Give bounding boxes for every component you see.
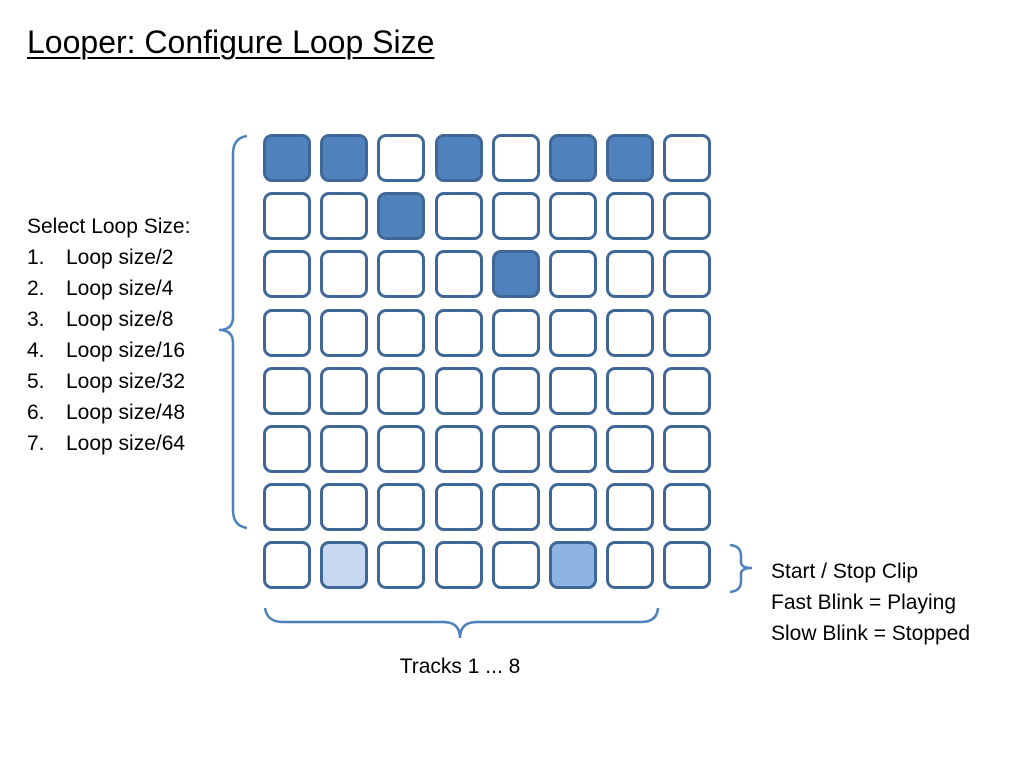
pad-r7-c3[interactable]	[377, 483, 425, 531]
pad-r5-c7[interactable]	[606, 367, 654, 415]
pad-r6-c1[interactable]	[263, 425, 311, 473]
pad-r6-c6[interactable]	[549, 425, 597, 473]
clip-note-fast: Fast Blink = Playing	[771, 591, 957, 614]
loop-size-item: 4. Loop size/16	[27, 335, 190, 366]
tracks-label: Tracks 1 ... 8	[399, 655, 521, 678]
pad-r2-c1[interactable]	[263, 192, 311, 240]
pad-r8-c4[interactable]	[435, 541, 483, 589]
pad-r6-c5[interactable]	[492, 425, 540, 473]
pad-r1-c6[interactable]	[549, 134, 597, 182]
pad-r2-c7[interactable]	[606, 192, 654, 240]
pad-r6-c4[interactable]	[435, 425, 483, 473]
pad-r4-c2[interactable]	[320, 309, 368, 357]
pad-r6-c3[interactable]	[377, 425, 425, 473]
pad-r7-c4[interactable]	[435, 483, 483, 531]
pad-r6-c8[interactable]	[663, 425, 711, 473]
pad-r1-c5[interactable]	[492, 134, 540, 182]
pad-r6-c7[interactable]	[606, 425, 654, 473]
pad-r3-c4[interactable]	[435, 250, 483, 298]
pad-r3-c3[interactable]	[377, 250, 425, 298]
clip-note-title: Start / Stop Clip	[771, 560, 919, 583]
left-brace	[218, 134, 248, 530]
pad-r3-c5[interactable]	[492, 250, 540, 298]
item-label: Loop size/64	[66, 432, 186, 455]
pad-r4-c4[interactable]	[435, 309, 483, 357]
pad-r8-c7[interactable]	[606, 541, 654, 589]
pad-r1-c3[interactable]	[377, 134, 425, 182]
pad-r2-c5[interactable]	[492, 192, 540, 240]
pad-r1-c2[interactable]	[320, 134, 368, 182]
pad-r6-c2[interactable]	[320, 425, 368, 473]
pad-r4-c3[interactable]	[377, 309, 425, 357]
pad-r5-c6[interactable]	[549, 367, 597, 415]
pad-r8-c1[interactable]	[263, 541, 311, 589]
item-number: 7.	[27, 432, 45, 455]
pad-r4-c1[interactable]	[263, 309, 311, 357]
pad-r4-c8[interactable]	[663, 309, 711, 357]
page-title: Looper: Configure Loop Size	[27, 24, 435, 60]
pad-r3-c7[interactable]	[606, 250, 654, 298]
pad-r8-c3[interactable]	[377, 541, 425, 589]
loop-size-item: 1. Loop size/2	[27, 242, 190, 273]
item-label: Loop size/2	[66, 246, 174, 269]
pad-r3-c2[interactable]	[320, 250, 368, 298]
pad-r1-c4[interactable]	[435, 134, 483, 182]
item-number: 6.	[27, 401, 45, 424]
pad-r2-c4[interactable]	[435, 192, 483, 240]
loop-size-heading: Select Loop Size:	[27, 215, 191, 238]
pad-r7-c7[interactable]	[606, 483, 654, 531]
pad-r3-c8[interactable]	[663, 250, 711, 298]
item-number: 4.	[27, 339, 45, 362]
pad-r5-c3[interactable]	[377, 367, 425, 415]
pad-r5-c8[interactable]	[663, 367, 711, 415]
item-number: 2.	[27, 277, 45, 300]
pad-r7-c8[interactable]	[663, 483, 711, 531]
loop-size-item: 3. Loop size/8	[27, 304, 190, 335]
loop-size-list: Select Loop Size: 1. Loop size/2 2. Loop s…	[27, 211, 190, 459]
item-label: Loop size/48	[66, 401, 186, 424]
pad-r7-c5[interactable]	[492, 483, 540, 531]
pad-r2-c6[interactable]	[549, 192, 597, 240]
item-number: 1.	[27, 246, 45, 269]
pad-r5-c1[interactable]	[263, 367, 311, 415]
pad-r4-c6[interactable]	[549, 309, 597, 357]
item-label: Loop size/16	[66, 339, 186, 362]
item-number: 3.	[27, 308, 45, 331]
item-label: Loop size/32	[66, 370, 186, 393]
pad-r4-c7[interactable]	[606, 309, 654, 357]
pad-r5-c2[interactable]	[320, 367, 368, 415]
pad-r1-c8[interactable]	[663, 134, 711, 182]
pad-r7-c6[interactable]	[549, 483, 597, 531]
pad-r8-c6[interactable]	[549, 541, 597, 589]
item-number: 5.	[27, 370, 45, 393]
launchpad-grid	[263, 134, 719, 595]
loop-size-item: 6. Loop size/48	[27, 397, 190, 428]
pad-r4-c5[interactable]	[492, 309, 540, 357]
pad-r5-c4[interactable]	[435, 367, 483, 415]
pad-r2-c8[interactable]	[663, 192, 711, 240]
pad-r8-c2[interactable]	[320, 541, 368, 589]
loop-size-item: 2. Loop size/4	[27, 273, 190, 304]
pad-r2-c2[interactable]	[320, 192, 368, 240]
pad-r8-c8[interactable]	[663, 541, 711, 589]
loop-size-item: 5. Loop size/32	[27, 366, 190, 397]
clip-note-slow: Slow Blink = Stopped	[771, 622, 971, 645]
pad-r7-c2[interactable]	[320, 483, 368, 531]
pad-r8-c5[interactable]	[492, 541, 540, 589]
pad-r1-c7[interactable]	[606, 134, 654, 182]
clip-notes: Start / Stop Clip Fast Blink = Playing S…	[771, 556, 970, 649]
pad-r5-c5[interactable]	[492, 367, 540, 415]
right-brace	[729, 543, 753, 594]
pad-r2-c3[interactable]	[377, 192, 425, 240]
pad-r3-c6[interactable]	[549, 250, 597, 298]
pad-r1-c1[interactable]	[263, 134, 311, 182]
item-label: Loop size/8	[66, 308, 174, 331]
loop-size-item: 7. Loop size/64	[27, 428, 190, 459]
item-label: Loop size/4	[66, 277, 174, 300]
bottom-brace	[263, 607, 660, 639]
pad-r7-c1[interactable]	[263, 483, 311, 531]
pad-r3-c1[interactable]	[263, 250, 311, 298]
